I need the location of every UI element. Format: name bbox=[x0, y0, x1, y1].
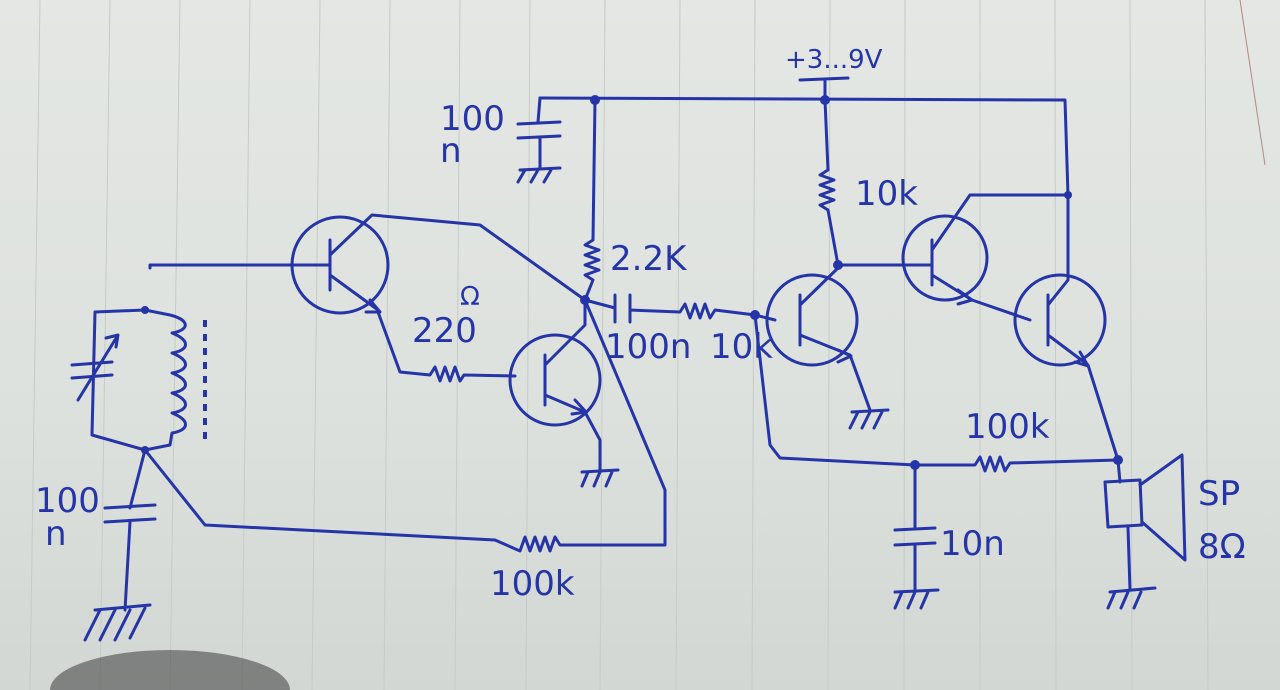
r-feedback-right-label: 100k bbox=[965, 407, 1050, 447]
c-filter-label: 10n bbox=[940, 524, 1005, 564]
r-couple-label: 10k bbox=[710, 327, 773, 367]
capacitor-left-ground bbox=[83, 448, 157, 642]
q4-leads bbox=[836, 193, 1070, 322]
r-base-unit: Ω bbox=[460, 282, 480, 312]
q2-leads bbox=[543, 298, 602, 472]
ground-q3 bbox=[848, 408, 890, 430]
c-left-value: 100 bbox=[35, 481, 100, 521]
q5-emitter-arrow bbox=[1073, 350, 1090, 368]
r-collector-label: 10k bbox=[855, 174, 918, 214]
paper-rulings bbox=[29, 0, 1266, 690]
tank-coil bbox=[90, 308, 187, 452]
resistor-100k-left bbox=[143, 298, 667, 553]
junction bbox=[820, 95, 830, 105]
c-top-unit: n bbox=[440, 131, 462, 171]
q3-leads-10k bbox=[798, 98, 872, 412]
c-top-value: 100 bbox=[440, 99, 505, 139]
transistor-q3 bbox=[765, 273, 859, 367]
resistor-220 bbox=[376, 310, 517, 383]
c-couple-label: 100n bbox=[605, 327, 691, 367]
q5-leads bbox=[1046, 193, 1120, 462]
r-bias-label: 2.2K bbox=[610, 239, 688, 279]
supply-label: +3...9V bbox=[785, 45, 883, 75]
capacitor-10n bbox=[893, 463, 940, 610]
speaker bbox=[1103, 453, 1187, 610]
q3-emitter-arrow bbox=[836, 348, 853, 364]
hand-shadow bbox=[50, 650, 290, 690]
transistor-q5 bbox=[1013, 273, 1107, 367]
c-left-unit: n bbox=[45, 514, 67, 554]
speaker-value: 8Ω bbox=[1198, 527, 1246, 567]
q1-emitter-arrow bbox=[364, 298, 382, 314]
r-base-label: 220 bbox=[412, 311, 477, 351]
junction bbox=[590, 95, 600, 105]
q2-emitter-arrow bbox=[570, 398, 588, 416]
coupling-cap-resistor bbox=[583, 293, 777, 324]
q1-leads bbox=[148, 213, 587, 312]
junction bbox=[141, 306, 149, 314]
supply-rail bbox=[538, 96, 1070, 197]
speaker-name: SP bbox=[1198, 474, 1240, 514]
capacitor-top bbox=[516, 96, 562, 184]
q4-emitter-arrow bbox=[956, 288, 974, 306]
resistor-2k2 bbox=[583, 98, 601, 302]
transistor-q4 bbox=[901, 214, 989, 302]
junction bbox=[580, 295, 590, 305]
r-feedback-left-label: 100k bbox=[490, 564, 575, 604]
ground-q2 bbox=[580, 468, 620, 488]
transistor-q2 bbox=[508, 333, 602, 427]
variable-capacitor bbox=[70, 333, 120, 402]
resistor-100k-right bbox=[753, 313, 1120, 473]
